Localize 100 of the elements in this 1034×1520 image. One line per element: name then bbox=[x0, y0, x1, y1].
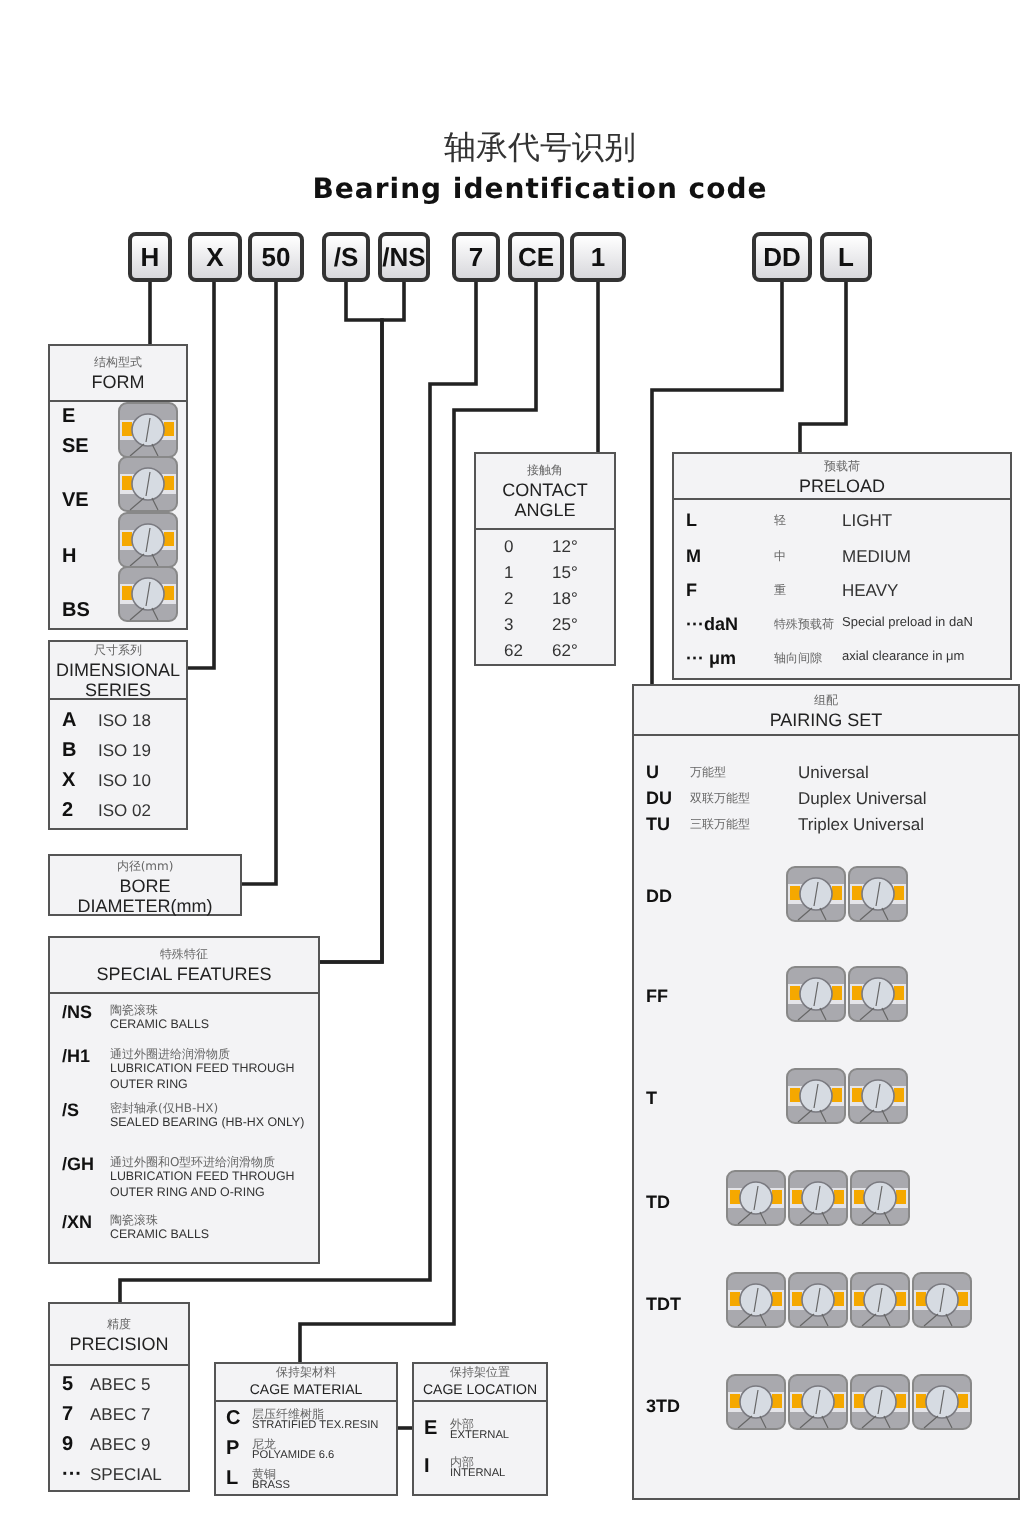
heading: CONTACT ANGLE bbox=[500, 480, 590, 520]
option-code: T bbox=[646, 1088, 657, 1108]
option-code: 2 bbox=[62, 800, 74, 822]
option-code: 3TD bbox=[646, 1396, 681, 1416]
code-key: L bbox=[820, 232, 872, 282]
option-code: ··· bbox=[62, 1464, 82, 1486]
option-code: P bbox=[226, 1438, 240, 1460]
option-code: U bbox=[646, 762, 659, 782]
heading: PAIRING SET bbox=[769, 709, 883, 729]
code-key: DD bbox=[752, 232, 812, 282]
heading: FORM bbox=[91, 372, 145, 392]
option-text: MEDIUM bbox=[842, 546, 911, 566]
code-key: H bbox=[128, 232, 172, 282]
category-box bbox=[214, 1362, 398, 1496]
leader-line bbox=[798, 282, 848, 452]
option-code: 7 bbox=[62, 1404, 74, 1426]
code-key: /S bbox=[322, 232, 370, 282]
option-code: B bbox=[62, 740, 77, 762]
option-code: /H1 bbox=[62, 1046, 91, 1066]
category-box bbox=[48, 640, 188, 830]
subtitle: Bearing identification code bbox=[310, 174, 770, 206]
category-box bbox=[48, 1302, 190, 1492]
option-text: 0 bbox=[504, 536, 514, 556]
option-text: 3 bbox=[504, 614, 514, 634]
option-code: VE bbox=[62, 490, 89, 512]
option-code: E bbox=[62, 406, 76, 428]
option-text: HEAVY bbox=[842, 580, 899, 600]
option-text: ISO 19 bbox=[98, 740, 151, 760]
heading: PRELOAD bbox=[798, 475, 885, 495]
option-code: 5 bbox=[62, 1374, 74, 1396]
option-text: ABEC 5 bbox=[90, 1374, 151, 1394]
option-code: F bbox=[686, 580, 697, 600]
heading: DIMENSIONAL SERIES bbox=[53, 659, 182, 699]
category-box bbox=[632, 684, 1020, 1500]
option-text: 15° bbox=[552, 562, 578, 582]
option-text: ISO 02 bbox=[98, 800, 151, 820]
option-code: SE bbox=[62, 436, 89, 458]
heading: BORE DIAMETER(mm) bbox=[75, 876, 215, 916]
option-code: I bbox=[424, 1456, 430, 1478]
option-code: L bbox=[226, 1468, 239, 1490]
code-key: X bbox=[188, 232, 242, 282]
option-text: SPECIAL bbox=[90, 1464, 162, 1484]
option-code: /XN bbox=[62, 1212, 93, 1232]
heading: SPECIAL FEATURES bbox=[96, 964, 272, 984]
category-box bbox=[412, 1362, 548, 1496]
code-key: 50 bbox=[248, 232, 304, 282]
option-text: Triplex Universal bbox=[798, 814, 924, 834]
option-text: Duplex Universal bbox=[798, 788, 927, 808]
option-text: 1 bbox=[504, 562, 514, 582]
option-text: 12° bbox=[552, 536, 578, 556]
option-code: DU bbox=[646, 788, 672, 808]
option-code: FF bbox=[646, 986, 668, 1006]
option-text: 62° bbox=[552, 640, 578, 660]
option-text: ABEC 9 bbox=[90, 1434, 151, 1454]
category-box bbox=[48, 936, 320, 1264]
category-box bbox=[672, 452, 1012, 680]
option-code: BS bbox=[62, 600, 90, 622]
code-key: CE bbox=[508, 232, 564, 282]
option-text: 18° bbox=[552, 588, 578, 608]
option-text: 62 bbox=[504, 640, 523, 660]
option-code: ··· μm bbox=[686, 648, 737, 668]
leader-line bbox=[242, 282, 278, 886]
option-text: LIGHT bbox=[842, 510, 893, 530]
option-code: M bbox=[686, 546, 701, 566]
category-box bbox=[474, 452, 616, 666]
category-box bbox=[48, 854, 242, 916]
leader-line bbox=[650, 282, 784, 684]
code-key: 1 bbox=[570, 232, 626, 282]
option-code: TDT bbox=[646, 1294, 681, 1314]
title: 轴承代号识别 bbox=[442, 128, 638, 170]
option-code: E bbox=[424, 1418, 438, 1440]
category-box bbox=[48, 344, 188, 630]
option-text: ISO 10 bbox=[98, 770, 151, 790]
option-code: C bbox=[226, 1408, 241, 1430]
option-code: /S bbox=[62, 1100, 80, 1120]
option-code: A bbox=[62, 710, 77, 732]
option-code: 9 bbox=[62, 1434, 74, 1456]
leader-line bbox=[320, 282, 406, 964]
option-code: /GH bbox=[62, 1154, 95, 1174]
leader-line bbox=[188, 282, 216, 670]
leader-line bbox=[298, 282, 538, 1362]
code-key: /NS bbox=[378, 232, 430, 282]
option-code: TD bbox=[646, 1192, 670, 1212]
leader-line bbox=[398, 1426, 412, 1430]
option-code: ···daN bbox=[686, 614, 738, 634]
option-code: TU bbox=[646, 814, 670, 834]
leader-line bbox=[596, 282, 600, 452]
option-code: /NS bbox=[62, 1002, 93, 1022]
option-code: X bbox=[62, 770, 76, 792]
option-code: DD bbox=[646, 886, 672, 906]
option-text: ABEC 7 bbox=[90, 1404, 151, 1424]
option-text: 2 bbox=[504, 588, 514, 608]
option-code: H bbox=[62, 546, 77, 568]
option-text: 25° bbox=[552, 614, 578, 634]
leader-line bbox=[118, 282, 478, 1302]
option-text: Universal bbox=[798, 762, 869, 782]
leader-line bbox=[148, 282, 152, 344]
code-key: 7 bbox=[452, 232, 500, 282]
heading: PRECISION bbox=[69, 1333, 169, 1353]
option-code: L bbox=[686, 510, 697, 530]
